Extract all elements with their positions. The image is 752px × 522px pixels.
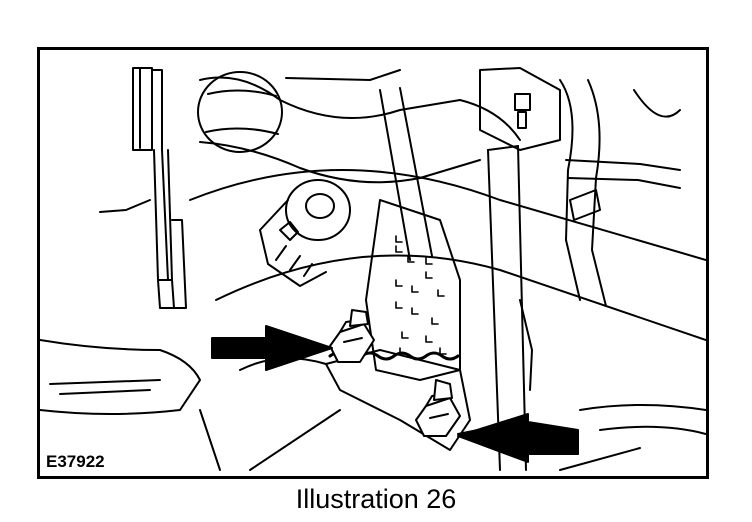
crossbeam	[189, 69, 706, 341]
figure-code: E37922	[46, 452, 105, 471]
upper-hose	[197, 71, 521, 184]
lower-right-housing	[559, 404, 706, 471]
illustration-frame: E37922	[37, 47, 709, 479]
nut-upper	[329, 309, 375, 363]
arrow-right-indicator	[457, 413, 579, 463]
cylinder-component	[259, 179, 351, 287]
nut-lower	[415, 379, 461, 437]
arrow-left-indicator	[211, 325, 333, 371]
right-harness	[559, 79, 681, 307]
connector-block	[365, 199, 461, 381]
vertical-bracket	[99, 67, 187, 309]
line-drawing	[40, 67, 706, 471]
figure-caption: Illustration 26	[295, 484, 457, 514]
top-clip	[479, 67, 561, 151]
lower-left-housing	[40, 339, 221, 471]
